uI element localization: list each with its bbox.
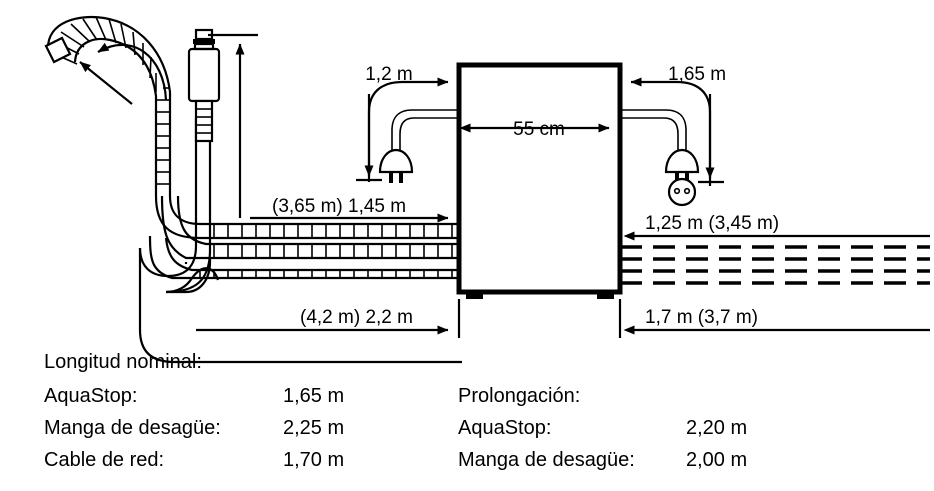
legend-right-label-0: AquaStop: xyxy=(458,417,551,439)
dim-label-cable-right: 1,65 m xyxy=(668,64,726,85)
dishwasher-body xyxy=(456,62,623,299)
legend-right-value-0: 2,20 m xyxy=(686,417,747,439)
dim-label-hose-left-upper: (3,65 m) 1,45 m xyxy=(272,196,406,217)
legend-left-value-1: 2,25 m xyxy=(283,417,344,439)
legend-right-heading: Prolongación: xyxy=(458,385,580,407)
legend-left-label-1: Manga de desagüe: xyxy=(44,417,221,439)
legend-left-label-2: Cable de red: xyxy=(44,449,164,471)
wall-socket-icon xyxy=(667,177,697,207)
legend-left-label-0: AquaStop: xyxy=(44,385,137,407)
aquastop-supply-hose xyxy=(138,118,462,364)
corrugated-drain-hose-icon xyxy=(44,15,460,240)
legend-right-label-1: Manga de desagüe: xyxy=(458,449,635,471)
legend-left-value-0: 1,65 m xyxy=(283,385,344,407)
dim-label-cable-left: 1,2 m xyxy=(365,64,413,85)
dim-label-appliance-width: 55 cm xyxy=(513,119,565,140)
mains-plug-icon-right xyxy=(620,77,724,186)
dim-label-hose-right-lower: 1,7 m (3,7 m) xyxy=(645,307,758,328)
legend-right-value-1: 2,00 m xyxy=(686,449,747,471)
aquastop-valve-icon xyxy=(187,28,258,218)
legend-left-heading: Longitud nominal: xyxy=(44,351,202,373)
dim-label-hose-right-upper: 1,25 m (3,45 m) xyxy=(645,213,779,234)
mains-plug-icon-left xyxy=(356,77,459,183)
legend-left-value-2: 1,70 m xyxy=(283,449,344,471)
dim-label-hose-left-lower: (4,2 m) 2,2 m xyxy=(300,307,413,328)
right-hose-lines xyxy=(620,245,930,285)
